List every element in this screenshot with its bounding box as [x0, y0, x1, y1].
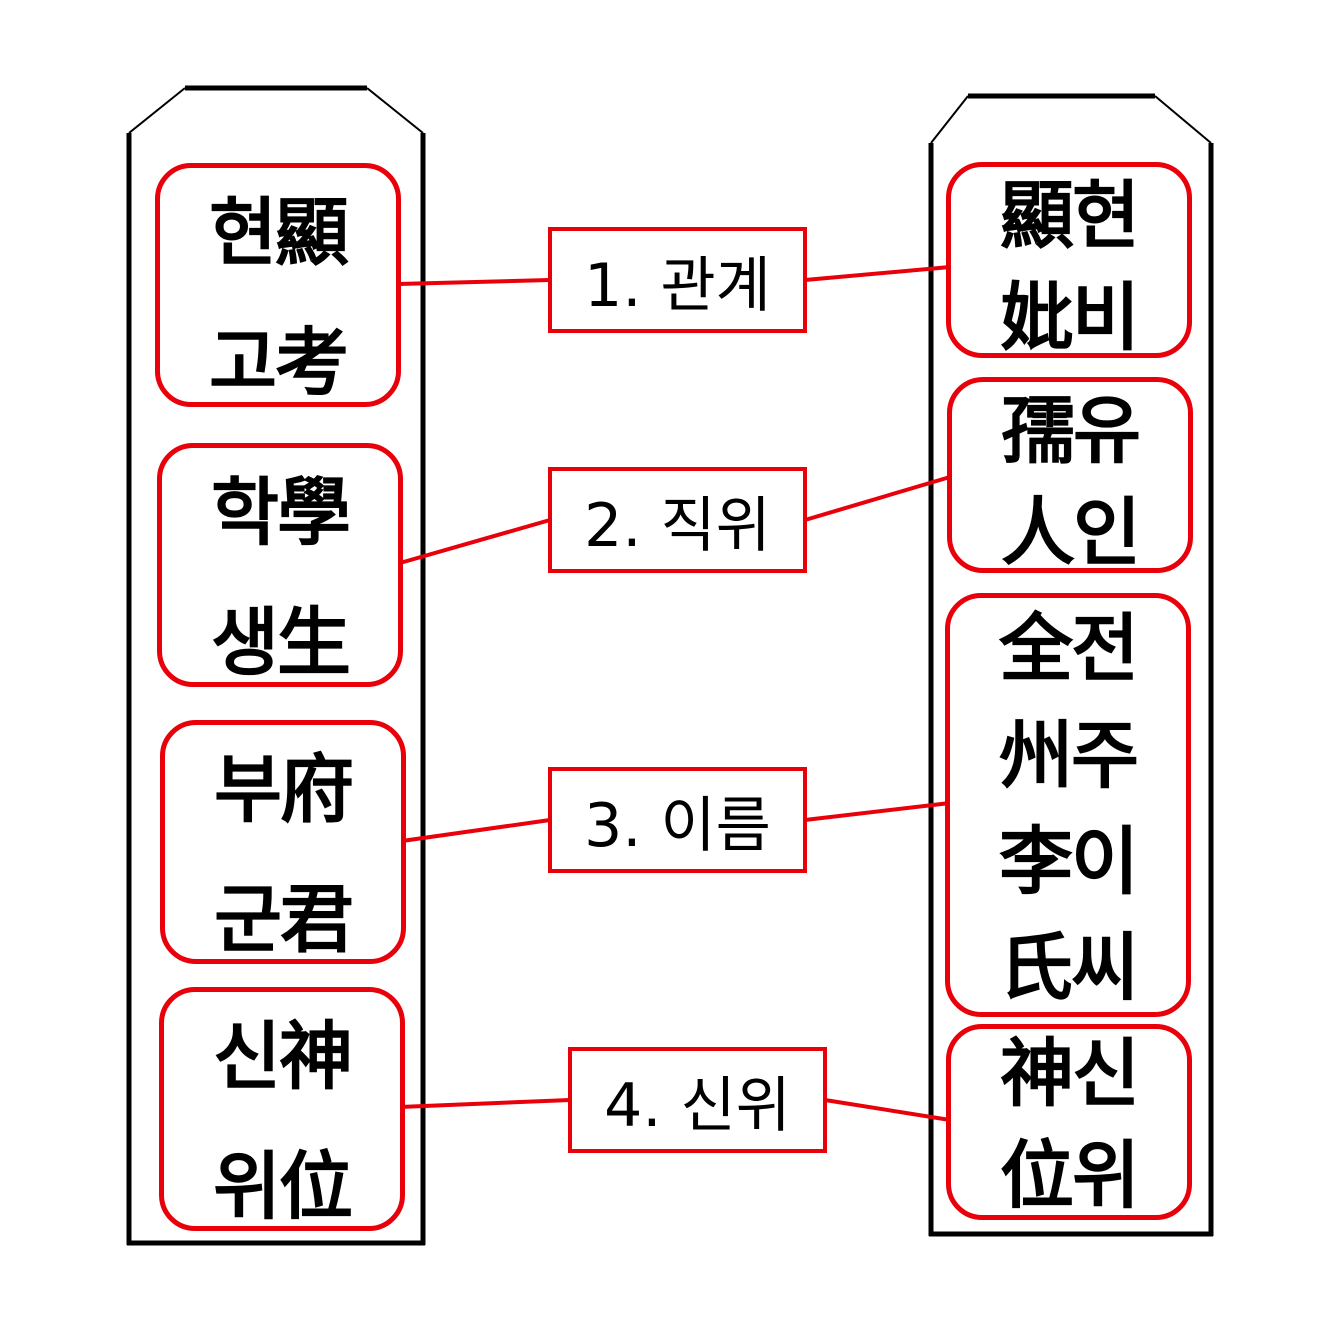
- right-group-2-line-2: 人인: [1000, 490, 1141, 576]
- right-group-2-line-1: 孺유: [1000, 388, 1141, 474]
- right-group-3-line-2: 州주: [998, 713, 1139, 799]
- left-group-2-line-2: 생生: [210, 600, 351, 686]
- label-name-text: 3. 이름: [584, 790, 771, 861]
- right-group-3: 全전 州주 李이 氏씨: [945, 593, 1191, 1017]
- left-group-1-line-1: 현顯: [208, 190, 349, 276]
- left-group-4: 신神 위位: [159, 987, 405, 1231]
- right-group-1-line-1: 顯현: [999, 173, 1140, 259]
- connector-lines: [397, 265, 951, 1122]
- connector-1-right: [804, 265, 951, 282]
- left-group-3: 부府 군君: [160, 720, 406, 964]
- connector-2-left: [399, 518, 551, 565]
- right-group-3-line-1: 全전: [998, 606, 1139, 692]
- connector-3-left: [401, 818, 551, 843]
- right-group-2: 孺유 人인: [947, 377, 1193, 573]
- left-group-2-line-1: 학學: [210, 470, 351, 556]
- label-position: 2. 직위: [548, 467, 807, 573]
- label-name: 3. 이름: [548, 767, 807, 873]
- right-group-1: 顯현 妣비: [946, 162, 1192, 358]
- connector-2-right: [804, 475, 951, 522]
- left-group-1: 현顯 고考: [155, 163, 401, 407]
- connector-3-right: [804, 801, 951, 822]
- right-group-4-line-2: 位위: [999, 1133, 1140, 1219]
- right-group-4-line-1: 神신: [999, 1031, 1140, 1117]
- right-tablet-outline: [928, 93, 1214, 1237]
- left-group-3-line-1: 부府: [213, 747, 354, 833]
- label-spirit-seat: 4. 신위: [568, 1047, 827, 1153]
- label-relationship-text: 1. 관계: [584, 250, 771, 321]
- connector-1-left: [397, 278, 551, 286]
- right-group-4: 神신 位위: [946, 1024, 1192, 1220]
- connector-4-right: [824, 1098, 951, 1122]
- left-group-4-line-2: 위位: [212, 1144, 353, 1230]
- right-group-3-line-4: 氏씨: [998, 925, 1139, 1011]
- left-group-2: 학學 생生: [157, 443, 403, 687]
- label-relationship: 1. 관계: [548, 227, 807, 333]
- left-tablet-outline: [126, 85, 426, 1246]
- left-group-1-line-2: 고考: [208, 320, 349, 406]
- label-position-text: 2. 직위: [584, 490, 771, 561]
- label-spirit-seat-text: 4. 신위: [604, 1070, 791, 1141]
- left-group-3-line-2: 군君: [213, 877, 354, 963]
- right-group-3-line-3: 李이: [998, 819, 1139, 905]
- right-group-1-line-2: 妣비: [999, 275, 1140, 361]
- connector-4-left: [399, 1098, 571, 1109]
- left-group-4-line-1: 신神: [212, 1014, 353, 1100]
